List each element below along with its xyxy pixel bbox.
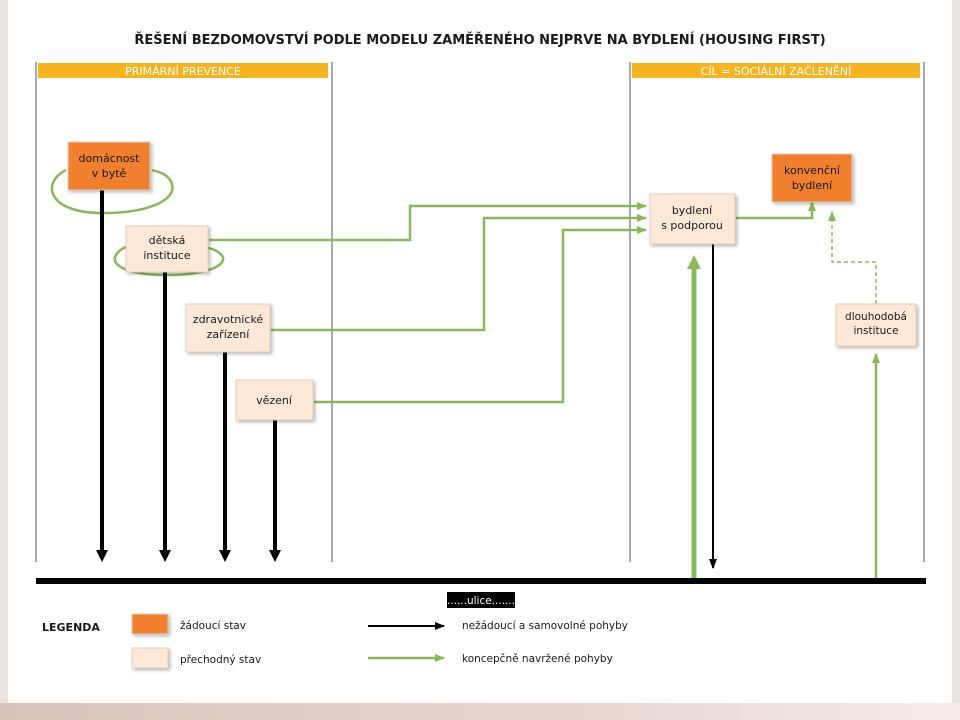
legend-unwanted-label: nežádoucí a samovolné pohyby bbox=[462, 620, 628, 632]
box-detska-line2: instituce bbox=[143, 249, 190, 262]
loop-domacnost bbox=[50, 168, 174, 215]
section-band-right bbox=[632, 63, 920, 78]
arrow-bydleni-to-konvencni bbox=[736, 201, 816, 220]
section-label-right: CÍL = SOCIÁLNÍ ZAČLENĚNÍ bbox=[701, 65, 852, 78]
legend-desired-label: žádoucí stav bbox=[180, 620, 246, 632]
box-detska-line1: dětská bbox=[149, 234, 186, 247]
box-zdravotnicke-line2: zařízení bbox=[207, 328, 251, 341]
section-band-left bbox=[38, 63, 328, 78]
box-zdravotnicke-line1: zdravotnické bbox=[193, 313, 264, 326]
street-line bbox=[36, 578, 926, 584]
legend-title: LEGENDA bbox=[42, 621, 100, 634]
box-dlouhodoba-line1: dlouhodobá bbox=[845, 311, 907, 323]
box-vezeni-line1: vězení bbox=[256, 394, 293, 407]
box-dlouhodoba-line2: instituce bbox=[853, 325, 898, 337]
box-konvencni-bydleni bbox=[771, 153, 853, 203]
box-zdravotnicke-zarizeni bbox=[185, 303, 271, 353]
box-konvencni-line2: bydlení bbox=[792, 179, 833, 192]
arrow-zdravotnicke-to-bydleni bbox=[271, 214, 647, 332]
background-strip bbox=[0, 703, 960, 720]
box-domacnost-line2: v bytě bbox=[92, 167, 127, 180]
box-bydleni-s-podporou bbox=[649, 193, 736, 245]
legend-swatch-desired bbox=[131, 613, 169, 635]
box-vezeni bbox=[235, 379, 314, 421]
box-domacnost bbox=[67, 141, 151, 191]
box-bydleni-line2: s podporou bbox=[661, 219, 723, 232]
box-dlouhodoba-instituce bbox=[835, 303, 917, 347]
section-label-left: PRIMÁRNÍ PREVENCE bbox=[125, 65, 241, 78]
box-detska-instituce bbox=[125, 225, 209, 273]
legend-swatch-transitional bbox=[131, 647, 169, 669]
box-konvencni-line1: konvenční bbox=[784, 164, 841, 177]
arrow-detska-to-bydleni bbox=[209, 202, 647, 242]
legend-transitional-label: přechodný stav bbox=[180, 654, 261, 666]
legend-designed-label: koncepčně navržené pohyby bbox=[462, 653, 613, 665]
arrow-vezeni-to-bydleni bbox=[314, 226, 647, 404]
box-domacnost-line1: domácnost bbox=[79, 152, 141, 165]
street-label-box bbox=[447, 592, 515, 608]
arrow-dlouhodoba-to-konvencni bbox=[828, 211, 877, 304]
box-bydleni-line1: bydlení bbox=[672, 204, 713, 217]
diagram-title: ŘEŠENÍ BEZDOMOVSTVÍ PODLE MODELU ZAMĚŘEN… bbox=[134, 32, 825, 48]
street-label: ......ulice....... bbox=[447, 595, 515, 607]
